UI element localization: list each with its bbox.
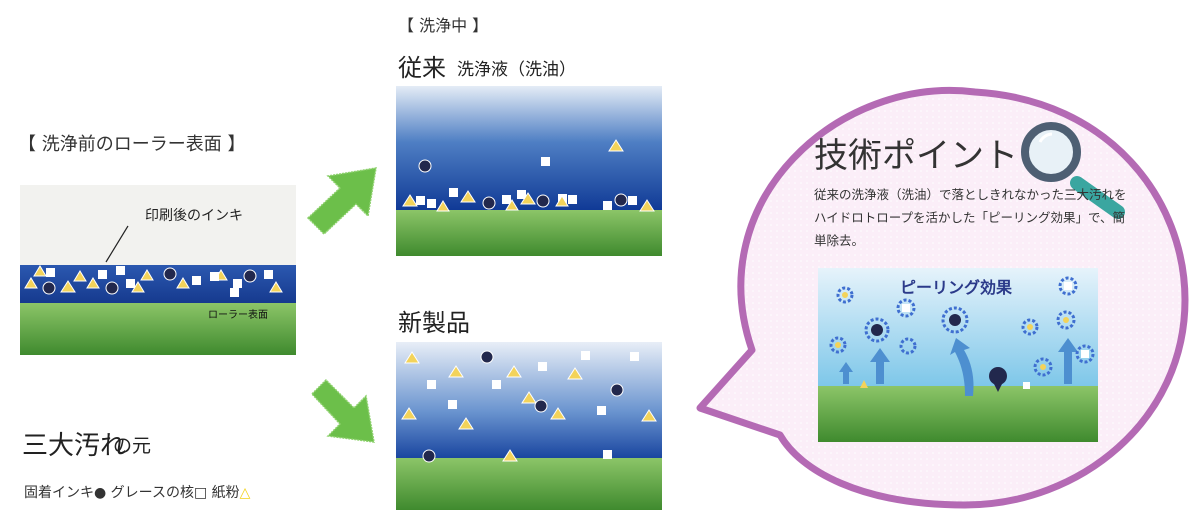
before-panel [20,185,296,355]
peeling-particles [829,276,1095,392]
ink-label: 印刷後のインキ [145,208,243,224]
three-dirt-suffix: の元 [113,435,152,457]
arrow-to-conventional [306,167,377,236]
roller-surface-label: ローラー表面 [208,310,268,321]
new-product-particles [401,350,657,463]
peeling-effect-title: ピーリング効果 [900,278,1013,297]
legend-ink: 固着インキ● [24,485,107,501]
conventional-particles [402,139,655,212]
tech-point-title: 技術ポイント [814,136,1018,176]
during-title: 【 洗浄中 】 [398,16,489,35]
legend: 固着インキ● グレースの核□ 紙粉△ [24,482,250,502]
arrow-to-new-product [310,378,375,443]
legend-triangle-icon: △ [239,485,251,501]
legend-grease: グレースの核□ [110,485,208,501]
magnifier-icon [1021,122,1125,219]
new-product-panel [396,342,662,510]
three-dirt-title: 三大汚れ [22,431,127,461]
before-title: 【 洗浄前のローラー表面 】 [18,134,246,155]
legend-paper: 紙粉 [211,485,240,501]
new-product-label: 新製品 [398,309,470,337]
tech-point-description: 従来の洗浄液（洗油）で落としきれなかった三大汚れをハイドロトロープを活かした「ピ… [814,187,1127,248]
before-particles [24,265,283,297]
conventional-panel [396,86,662,256]
conventional-label: 従来 [398,54,446,82]
peeling-effect-panel [818,268,1098,442]
conventional-solvent-label: 洗浄液（洗油） [457,60,576,80]
